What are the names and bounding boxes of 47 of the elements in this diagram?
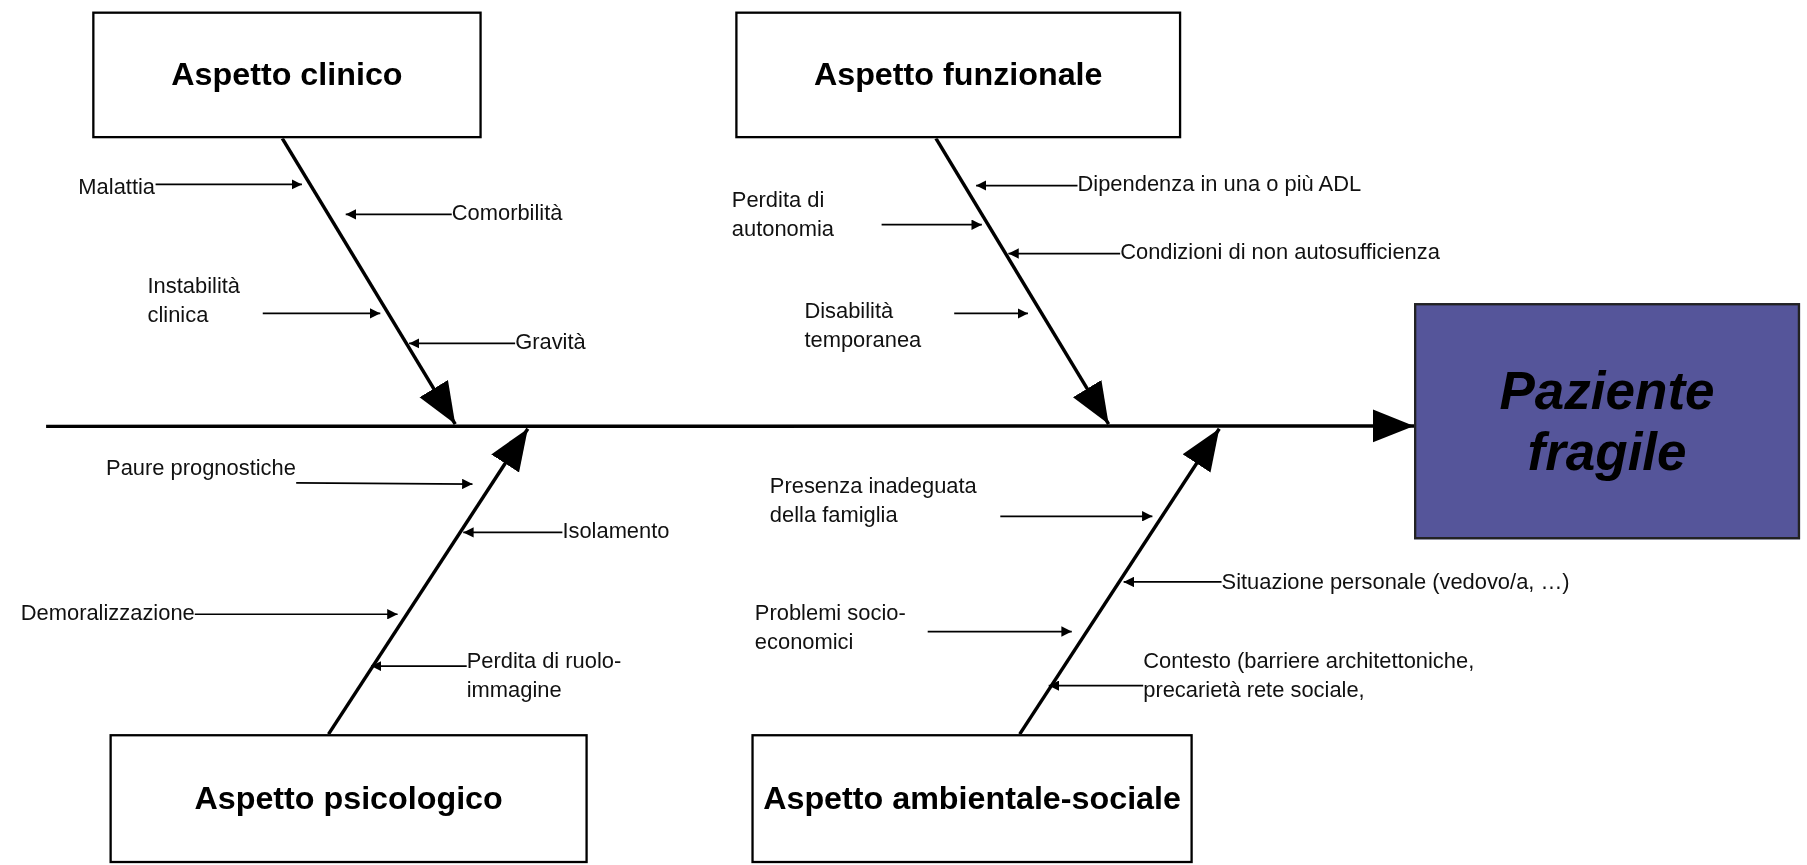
bone-arrow [280, 137, 457, 425]
cause-label: Perdita di autonomia [731, 186, 882, 244]
cause-label: Presenza inadeguata della famiglia [769, 472, 1001, 530]
arrow [261, 308, 382, 319]
arrow [344, 209, 453, 220]
cause-label: Demoralizzazione [20, 599, 195, 628]
arrow [154, 179, 303, 190]
arrow [295, 478, 474, 490]
arrow [880, 219, 983, 230]
bone-arrow [934, 137, 1111, 425]
cause-label: Gravità [515, 328, 586, 357]
category-label: Aspetto ambientale-sociale [763, 780, 1181, 817]
arrow [975, 180, 1079, 191]
cause-label: Contesto (barriere architettoniche, precarietà rete sociale, [1143, 647, 1535, 705]
arrow [999, 511, 1154, 522]
cause-label: Disabilità temporanea [804, 297, 955, 355]
arrow [953, 308, 1029, 319]
category-label: Aspetto funzionale [813, 57, 1103, 93]
cause-label: Situazione personale (vedovo/a, …) [1221, 568, 1570, 597]
category-box [109, 734, 588, 864]
cause-label: Comorbilità [451, 199, 563, 228]
cause-label: Problemi socio-economici [754, 599, 928, 657]
arrow [462, 527, 564, 538]
category-box [735, 11, 1182, 139]
cause-label: Malattia [78, 172, 156, 202]
cause-label: Perdita di ruolo-immagine [466, 647, 634, 705]
bone-arrow [46, 409, 1415, 443]
category-box [92, 11, 482, 139]
cause-label: Isolamento [562, 517, 670, 546]
arrow [193, 609, 399, 620]
bone-arrow [1018, 427, 1221, 736]
effect-label: Paziente fragile [1498, 360, 1716, 483]
arrow [370, 660, 468, 672]
cause-label: Condizioni di non autosufficienza [1120, 238, 1440, 267]
arrow [926, 626, 1073, 637]
category-label: Aspetto clinico [171, 57, 403, 93]
effect-box [1414, 303, 1801, 540]
arrow [1007, 248, 1121, 259]
cause-label: Paure prognostiche [106, 454, 296, 483]
cause-label: Dipendenza in una o più ADL [1077, 170, 1362, 199]
bone-arrow [327, 427, 530, 736]
arrow [1122, 576, 1223, 588]
arrow [1047, 680, 1145, 691]
category-label: Aspetto psicologico [194, 780, 503, 817]
cause-label: Instabilità clinica [147, 271, 263, 329]
arrow [408, 338, 516, 349]
category-box [751, 734, 1193, 864]
